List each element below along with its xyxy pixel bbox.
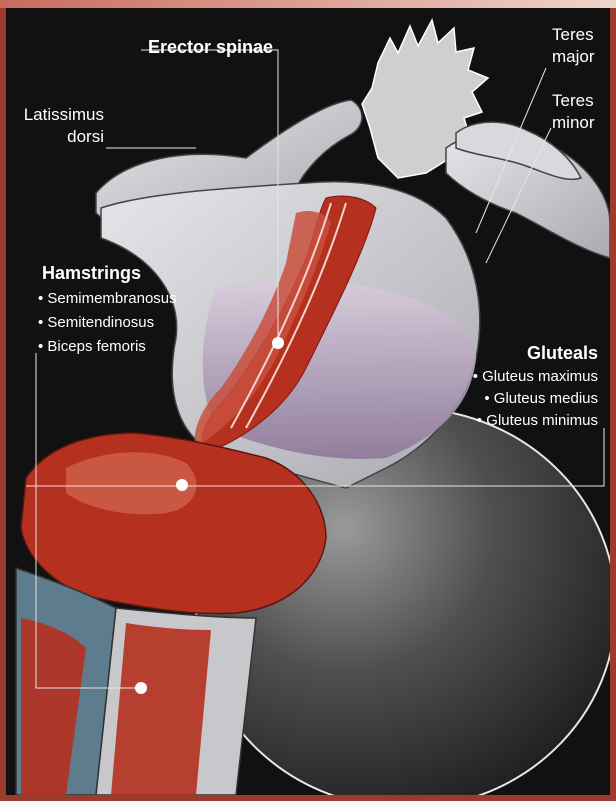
- illustration-panel: Erector spinae Latissimus dorsi Teres ma…: [6, 8, 610, 795]
- teres-minor-label-line1: Teres: [552, 90, 594, 112]
- latissimus-label-line1: Latissimus: [16, 104, 104, 126]
- gluteals-item-2: • Gluteus medius: [446, 388, 598, 410]
- hamstrings-item-3: • Biceps femoris: [38, 336, 146, 358]
- erector-marker: [272, 337, 284, 349]
- top-accent-bar: [0, 0, 616, 8]
- hamstring-marker: [135, 682, 147, 694]
- erector-spinae-label: Erector spinae: [148, 36, 273, 58]
- teres-major-label-line1: Teres: [552, 24, 594, 46]
- latissimus-label-line2: dorsi: [16, 126, 104, 148]
- hamstrings-item-2: • Semitendinosus: [38, 312, 154, 334]
- hamstrings-item-1: • Semimembranosus: [38, 288, 177, 310]
- hamstrings-title: Hamstrings: [42, 262, 141, 284]
- teres-major-label-line2: major: [552, 46, 595, 68]
- gluteal-marker: [176, 479, 188, 491]
- gluteals-item-3: • Gluteus minimus: [446, 410, 598, 432]
- gluteals-item-1: • Gluteus maximus: [446, 366, 598, 388]
- teres-minor-label-line2: minor: [552, 112, 595, 134]
- gluteals-title: Gluteals: [446, 342, 598, 364]
- right-leg-hamstring: [111, 623, 211, 795]
